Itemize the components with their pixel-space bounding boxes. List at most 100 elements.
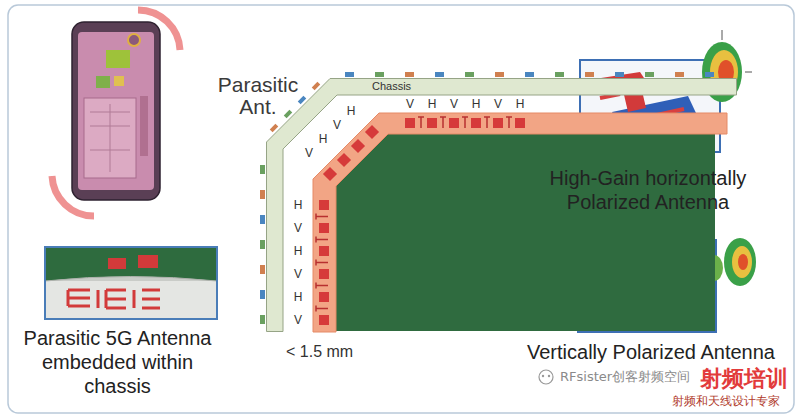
antenna-element	[351, 139, 365, 153]
feed-symbol	[440, 117, 446, 128]
polarization-label: V	[404, 97, 416, 111]
parasitic-element	[435, 72, 444, 77]
polarization-label: V	[303, 146, 315, 160]
inset-antenna	[108, 258, 126, 269]
polarization-label: H	[470, 97, 482, 111]
parasitic-element	[405, 72, 414, 77]
phone-traces	[90, 104, 130, 172]
parasitic-element	[645, 72, 654, 77]
antenna-layer	[313, 113, 727, 332]
inset-antenna	[138, 255, 158, 268]
feed-symbol	[418, 117, 424, 128]
feed-symbol	[316, 283, 328, 289]
part-label: Parasitic Ant.	[208, 74, 308, 118]
parasitic-element	[260, 190, 265, 199]
caption: High-Gain horizontally Polarized Antenna	[543, 166, 753, 214]
phone-battery	[84, 98, 136, 178]
inset-antenna	[68, 290, 160, 308]
outer-frame	[8, 5, 794, 413]
radiation-lobe	[738, 254, 748, 270]
polarization-label: V	[448, 97, 460, 111]
phone-picture	[52, 10, 180, 216]
feed-symbol	[484, 117, 490, 128]
polarization-label: H	[317, 132, 329, 146]
antenna-element	[319, 246, 329, 256]
parasitic-element	[525, 72, 534, 77]
polarization-label: H	[292, 290, 304, 304]
feed-symbol	[316, 214, 328, 220]
parasitic-element	[260, 315, 265, 324]
parasitic-element	[375, 72, 384, 77]
feed-symbol	[316, 237, 328, 243]
polarization-label: V	[331, 118, 343, 132]
radiation-lobe	[724, 238, 756, 286]
polarization-label: V	[292, 267, 304, 281]
dimension: < 1.5 mm	[286, 343, 376, 361]
antenna-arc	[138, 10, 180, 50]
watermark: RFsister创客射频空间	[560, 369, 698, 385]
parasitic-element	[465, 72, 474, 77]
phone-chip	[114, 76, 124, 86]
parasitic-element	[675, 72, 684, 77]
phone-edge	[140, 96, 148, 156]
polarization-label: H	[514, 97, 526, 111]
antenna-element	[319, 292, 329, 302]
antenna-element	[323, 167, 337, 181]
polarization-label: V	[292, 221, 304, 235]
parasitic-element	[260, 165, 265, 174]
feed-symbol	[316, 260, 328, 266]
polarization-label: H	[292, 198, 304, 212]
icon-ring	[539, 370, 553, 384]
polarization-label: H	[345, 104, 357, 118]
main-board	[336, 134, 715, 331]
watermark: 射频和天线设计专家	[672, 394, 792, 409]
inset-frame	[45, 247, 217, 319]
inset-edge	[45, 277, 217, 282]
antenna-arc	[52, 176, 94, 216]
parasitic-element	[705, 72, 714, 77]
parasitic-element	[585, 72, 594, 77]
antenna-element	[319, 269, 329, 279]
chassis-inset	[45, 247, 217, 319]
antenna-element	[515, 118, 525, 128]
antenna-element	[319, 223, 329, 233]
parasitic-element	[555, 72, 564, 77]
parasitic-element	[260, 215, 265, 224]
parasitic-element	[495, 72, 504, 77]
parasitic-element	[260, 290, 265, 299]
feed-symbol	[316, 306, 328, 312]
phone-chip	[96, 76, 110, 88]
radiation-lobe	[732, 246, 752, 278]
inset-board	[45, 247, 217, 281]
icon-dot	[548, 375, 550, 377]
phone-chip	[106, 50, 130, 68]
antenna-element	[337, 153, 351, 167]
phone-camera	[128, 34, 140, 46]
chassis-label: Chassis	[372, 80, 411, 93]
polarization-label: H	[426, 97, 438, 111]
watermark: 射频培训	[700, 366, 794, 392]
antenna-element	[449, 118, 459, 128]
parasitic-element	[260, 240, 265, 249]
polarization-label: V	[492, 97, 504, 111]
antenna-element	[493, 118, 503, 128]
polarization-label: H	[292, 244, 304, 258]
antenna-element	[471, 118, 481, 128]
parasitic-element	[615, 72, 624, 77]
parasitic-element	[260, 265, 265, 274]
wechat-icon	[539, 370, 553, 384]
caption: Parasitic 5G Antenna embedded within cha…	[15, 326, 220, 398]
caption: Vertically Polarized Antenna	[527, 340, 793, 364]
antenna-element	[319, 200, 329, 210]
antenna-element	[405, 118, 415, 128]
icon-dot	[542, 375, 544, 377]
antenna-element	[365, 125, 379, 139]
antenna-element	[427, 118, 437, 128]
axis	[722, 30, 752, 72]
antenna-element	[319, 315, 329, 325]
phone-board	[78, 32, 154, 190]
parasitic-element	[345, 72, 354, 77]
inset-chassis	[45, 281, 217, 319]
